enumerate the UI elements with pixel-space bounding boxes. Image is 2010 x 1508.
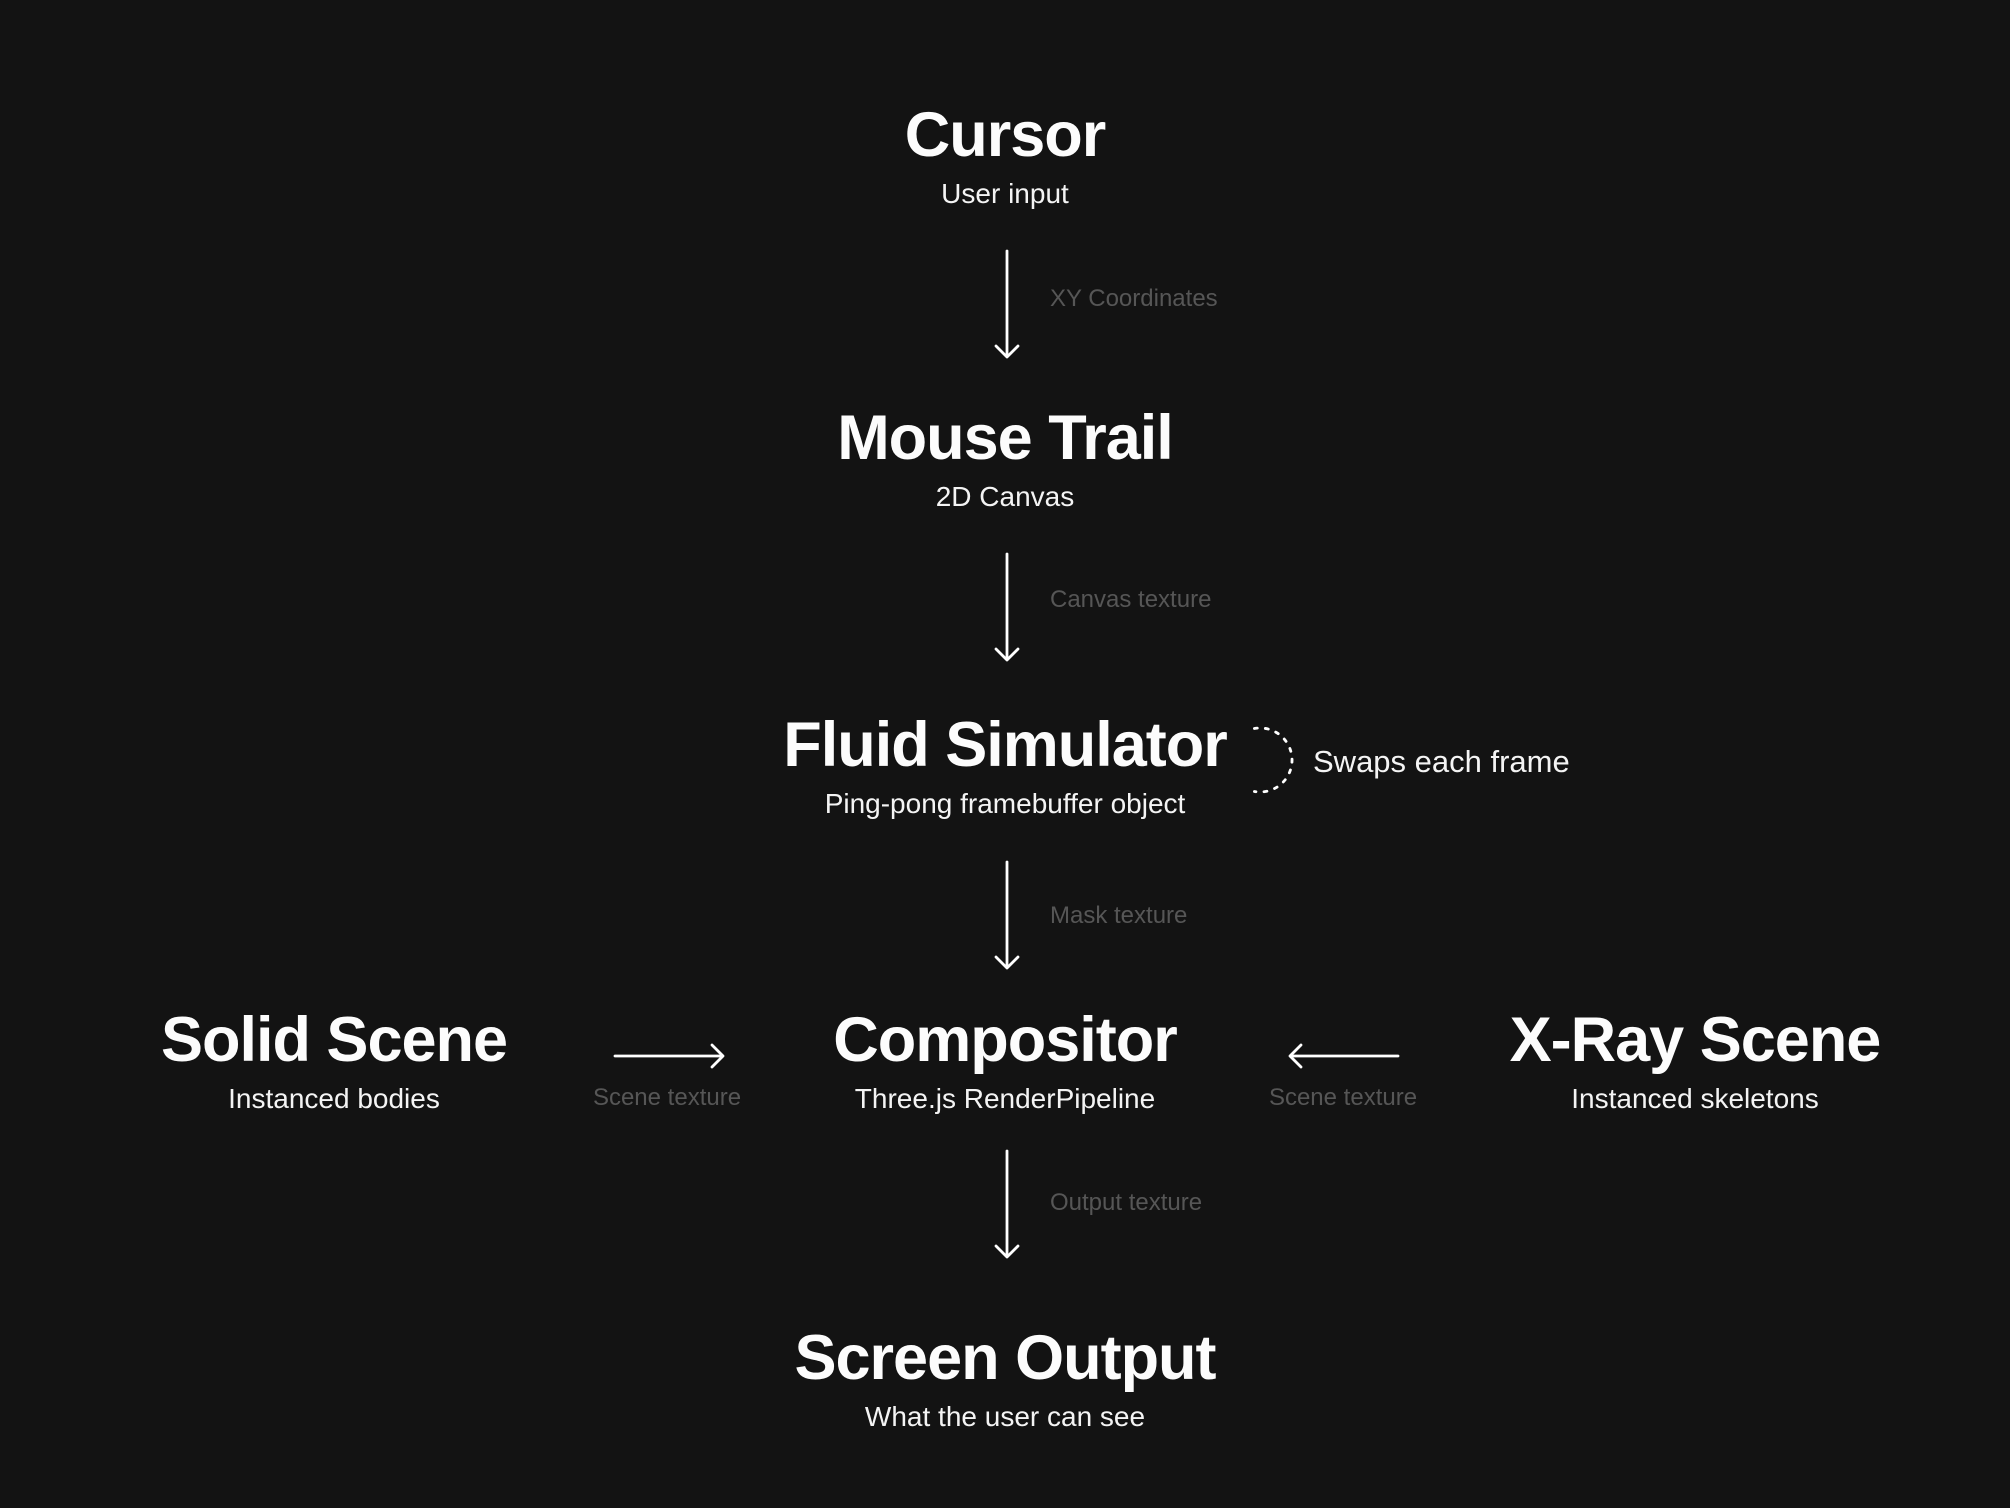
node-cursor-subtitle: User input [941,178,1069,209]
swap-note: Swaps each frame [1313,744,1570,779]
node-mouse-trail-title: Mouse Trail [837,403,1174,473]
node-solid-scene-subtitle: Instanced bodies [228,1083,440,1114]
node-cursor-title: Cursor [904,100,1107,170]
node-cursor: Cursor User input [904,100,1107,209]
node-screen-output-subtitle: What the user can see [864,1401,1146,1432]
node-compositor-subtitle: Three.js RenderPipeline [854,1083,1156,1114]
node-xray-scene-subtitle: Instanced skeletons [1571,1083,1819,1114]
node-solid-scene-title: Solid Scene [160,1005,508,1075]
node-fluid-simulator-title: Fluid Simulator [783,710,1228,780]
node-fluid-simulator-subtitle: Ping-pong framebuffer object [824,788,1186,819]
arrow-down-icon [994,1149,1020,1259]
node-solid-scene: Solid Scene Instanced bodies [160,1005,508,1114]
node-xray-scene: X-Ray Scene Instanced skeletons [1509,1005,1882,1114]
node-mouse-trail-subtitle: 2D Canvas [935,481,1075,512]
arrow-down-icon [994,552,1020,662]
node-xray-scene-title: X-Ray Scene [1509,1005,1882,1075]
edge-label-canvas-texture: Canvas texture [1050,586,1212,613]
edge-label-mask-texture: Mask texture [1050,902,1188,929]
node-compositor: Compositor Three.js RenderPipeline [833,1005,1177,1114]
node-screen-output-title: Screen Output [794,1323,1216,1393]
edge-label-scene-texture-right: Scene texture [1268,1084,1418,1111]
arrow-left-icon [1288,1043,1400,1069]
arrow-right-icon [613,1043,725,1069]
arrow-down-icon [994,249,1020,359]
node-compositor-title: Compositor [833,1005,1177,1075]
node-mouse-trail: Mouse Trail 2D Canvas [837,403,1174,512]
node-fluid-simulator: Fluid Simulator Ping-pong framebuffer ob… [783,710,1228,819]
swap-loop-icon [1253,726,1294,794]
edge-label-xy-coordinates: XY Coordinates [1050,285,1218,312]
node-screen-output: Screen Output What the user can see [794,1323,1216,1432]
edge-label-output-texture: Output texture [1050,1189,1203,1216]
edge-label-scene-texture-left: Scene texture [592,1084,742,1111]
arrow-down-icon [994,860,1020,970]
